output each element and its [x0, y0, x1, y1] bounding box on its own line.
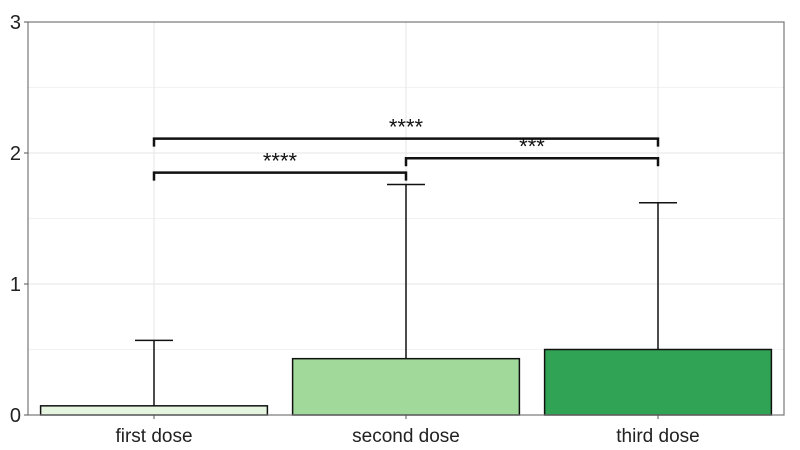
x-tick-label: first dose [115, 426, 192, 447]
significance-bracket [152, 137, 660, 147]
x-tick-label: second dose [352, 426, 460, 447]
y-tick-label: 3 [10, 12, 21, 34]
significance-bracket [152, 171, 408, 181]
significance-label: **** [263, 149, 298, 174]
significance-bracket [404, 156, 660, 167]
y-tick-label: 0 [10, 405, 21, 427]
significance-label: **** [389, 115, 424, 140]
bar-third-dose [543, 348, 773, 416]
x-tick-label: third dose [616, 426, 699, 447]
bar-second-dose [291, 357, 521, 416]
y-tick-label: 2 [10, 143, 21, 165]
y-tick-label: 1 [10, 274, 21, 296]
bar-first-dose [39, 405, 269, 416]
